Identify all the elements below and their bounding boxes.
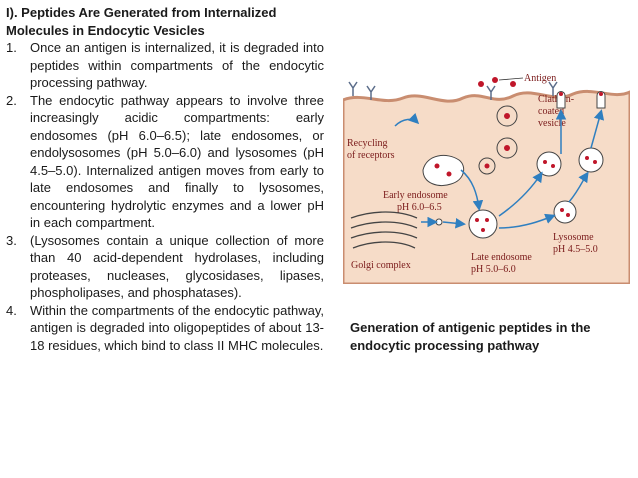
label-early-endosome: pH 6.0–6.5 xyxy=(397,202,442,213)
list-item: 2. The endocytic pathway appears to invol… xyxy=(6,92,324,232)
item-number: 2. xyxy=(6,92,17,108)
label-lysosome: pH 4.5–5.0 xyxy=(553,244,598,255)
endolysosome-icon xyxy=(536,147,604,177)
surface-receptors xyxy=(348,81,558,100)
text-column: I). Peptides Are Generated from Internal… xyxy=(6,4,324,354)
label-golgi: Golgi complex xyxy=(351,260,411,271)
label-early-endosome: Early endosome xyxy=(383,190,448,201)
mhc-molecule-icon xyxy=(556,91,606,109)
list-item: 3. (Lysosomes contain a unique collection… xyxy=(6,232,324,302)
label-recycling: of receptors xyxy=(347,150,395,161)
bullet-list: 1. Once an antigen is internalized, it is… xyxy=(6,39,324,354)
item-text: Within the compartments of the endocytic… xyxy=(30,302,324,353)
endocytic-pathway-figure: Antigen Clathrin- coated vesicle Recycli… xyxy=(343,73,630,284)
item-text: (Lysosomes contain a unique collection o… xyxy=(30,232,324,301)
item-text: Once an antigen is internalized, it is d… xyxy=(30,40,324,90)
list-item: 4. Within the compartments of the endocyt… xyxy=(6,302,324,355)
label-clathrin: Clathrin- xyxy=(538,94,574,105)
cell-cytoplasm xyxy=(343,89,630,284)
item-number: 3. xyxy=(6,232,17,248)
label-antigen: Antigen xyxy=(524,73,556,84)
golgi-complex-icon xyxy=(350,211,418,249)
label-lysosome: Lysosome xyxy=(553,232,594,243)
label-clathrin: coated xyxy=(538,106,564,117)
list-item: 1. Once an antigen is internalized, it is… xyxy=(6,39,324,92)
label-recycling: Recycling xyxy=(347,138,388,149)
label-late-endosome: pH 5.0–6.0 xyxy=(471,264,516,275)
pathway-arrows xyxy=(460,109,605,229)
figure-caption: Generation of antigenic peptides in the … xyxy=(350,320,591,353)
slide-heading: I). Peptides Are Generated from Internal… xyxy=(6,5,277,38)
item-text: The endocytic pathway appears to involve… xyxy=(30,92,324,231)
antigen-icon xyxy=(478,77,516,87)
item-number: 4. xyxy=(6,302,17,318)
lysosome-icon xyxy=(553,200,577,224)
item-number: 1. xyxy=(6,40,17,55)
label-clathrin: vesicle xyxy=(538,118,566,129)
late-endosome-icon xyxy=(468,209,498,239)
early-endosome-icon xyxy=(422,154,465,186)
label-late-endosome: Late endosome xyxy=(471,252,532,263)
